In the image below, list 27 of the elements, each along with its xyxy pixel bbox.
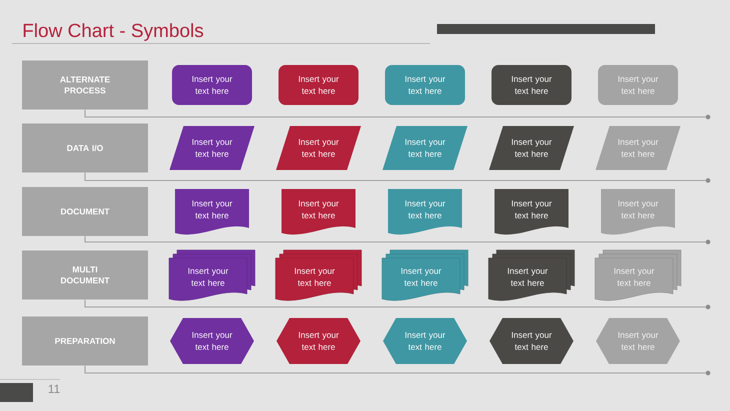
parallelogram: Insert your text here [489,126,574,170]
hexagon: Insert your text here [276,318,360,364]
rounded-box: Insert your text here [385,65,465,105]
rounded-box: Insert your text here [598,65,678,105]
rounded-box: Insert your text here [492,65,572,105]
connector-line [84,109,706,118]
parallelogram: Insert your text here [276,126,361,170]
connector-line [84,236,706,242]
header-box: PREPARATION [22,316,148,366]
parallelogram: Insert your text here [170,126,254,170]
connector-line [84,365,706,374]
hexagon: Insert your text here [170,318,254,364]
header-box: DATA I/O [22,124,148,172]
parallelogram: Insert your text here [382,126,468,170]
connector-line [84,172,706,181]
hexagon: Insert your text here [596,318,680,364]
header-box: DOCUMENT [22,187,148,236]
header-box: ALTERNATE PROCESS [22,60,148,110]
connector-line [84,299,706,308]
rounded-box: Insert your text here [278,65,358,105]
hexagon: Insert your text here [490,318,574,364]
hexagon: Insert your text here [383,318,467,364]
title: Flow Chart - Symbols [24,23,204,41]
header-box: MULTI DOCUMENT [22,250,148,300]
parallelogram: Insert your text here [596,126,680,170]
rounded-box: Insert your text here [172,65,252,105]
page-number: 11 [48,384,60,393]
